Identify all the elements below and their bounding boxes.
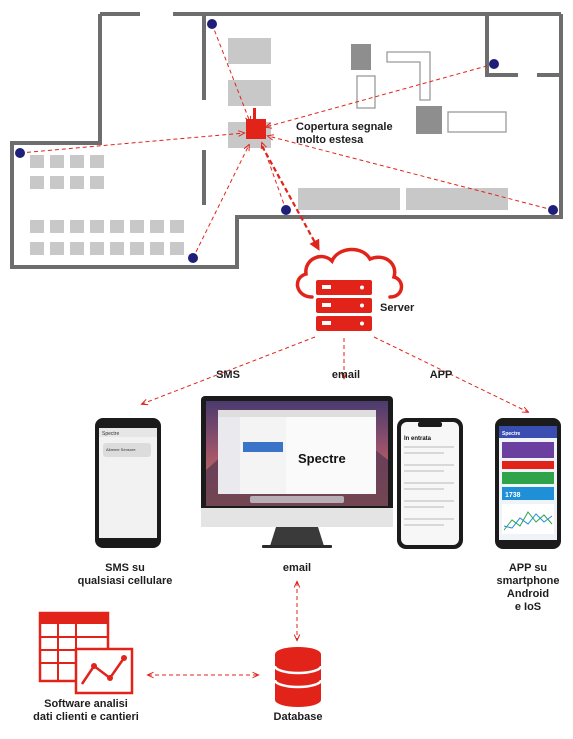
app-tile-value: 1738 bbox=[505, 492, 521, 499]
app-screen-header: Spectre bbox=[502, 431, 521, 437]
server-group: Server bbox=[295, 247, 415, 331]
sms-screen-header: Spectre bbox=[102, 431, 119, 437]
app-caption-line4: e IoS bbox=[515, 601, 541, 613]
distribution-arrows bbox=[142, 336, 528, 412]
sensor-dot bbox=[489, 59, 499, 69]
floor-plan-walls bbox=[10, 12, 563, 269]
channel-app-label: APP bbox=[430, 369, 453, 381]
database-label: Database bbox=[274, 711, 323, 723]
monitor-caption: email bbox=[283, 562, 311, 574]
cloud-icon bbox=[295, 247, 404, 299]
coverage-label-line1: Copertura segnale bbox=[296, 121, 393, 133]
channel-sms-label: SMS bbox=[216, 369, 240, 381]
floor-plan: Copertura segnale molto estesa bbox=[10, 12, 563, 269]
software-caption-line1: Software analisi bbox=[44, 698, 128, 710]
app-phone: Spectre 1738 bbox=[495, 418, 561, 549]
iphone-screen-header: In entrata bbox=[404, 436, 432, 442]
monitor-brand-text: Spectre bbox=[298, 451, 346, 466]
gateway-icon bbox=[246, 108, 266, 139]
sensor-dot bbox=[207, 19, 217, 29]
iphone: In entrata bbox=[397, 418, 463, 549]
server-icon bbox=[316, 280, 372, 331]
desktop-monitor: Spectre bbox=[201, 396, 393, 548]
software-caption-line2: dati clienti e cantieri bbox=[33, 711, 139, 723]
furniture-outlines bbox=[356, 51, 507, 133]
sms-phone: Spectre Allarme Sensore bbox=[95, 418, 161, 548]
sensor-dot bbox=[281, 205, 291, 215]
app-caption-line3: Android bbox=[507, 588, 549, 600]
sensor-dot bbox=[15, 148, 25, 158]
sms-caption-line1: SMS su bbox=[105, 562, 145, 574]
database-icon bbox=[273, 647, 323, 707]
spreadsheet-chart-icon bbox=[38, 611, 134, 695]
sms-screen-message: Allarme Sensore bbox=[106, 447, 136, 452]
sensor-nodes bbox=[15, 19, 558, 263]
sensor-dot bbox=[548, 205, 558, 215]
channel-email-label: email bbox=[332, 369, 360, 381]
app-caption-line1: APP su bbox=[509, 562, 547, 574]
gateway-to-server-arrow bbox=[261, 145, 320, 251]
app-caption-line2: smartphone bbox=[497, 575, 560, 587]
sensor-dot bbox=[188, 253, 198, 263]
coverage-label-line2: molto estesa bbox=[296, 134, 364, 146]
server-label: Server bbox=[380, 302, 415, 314]
sms-caption-line2: qualsiasi cellulare bbox=[78, 575, 173, 587]
furniture bbox=[30, 38, 508, 255]
